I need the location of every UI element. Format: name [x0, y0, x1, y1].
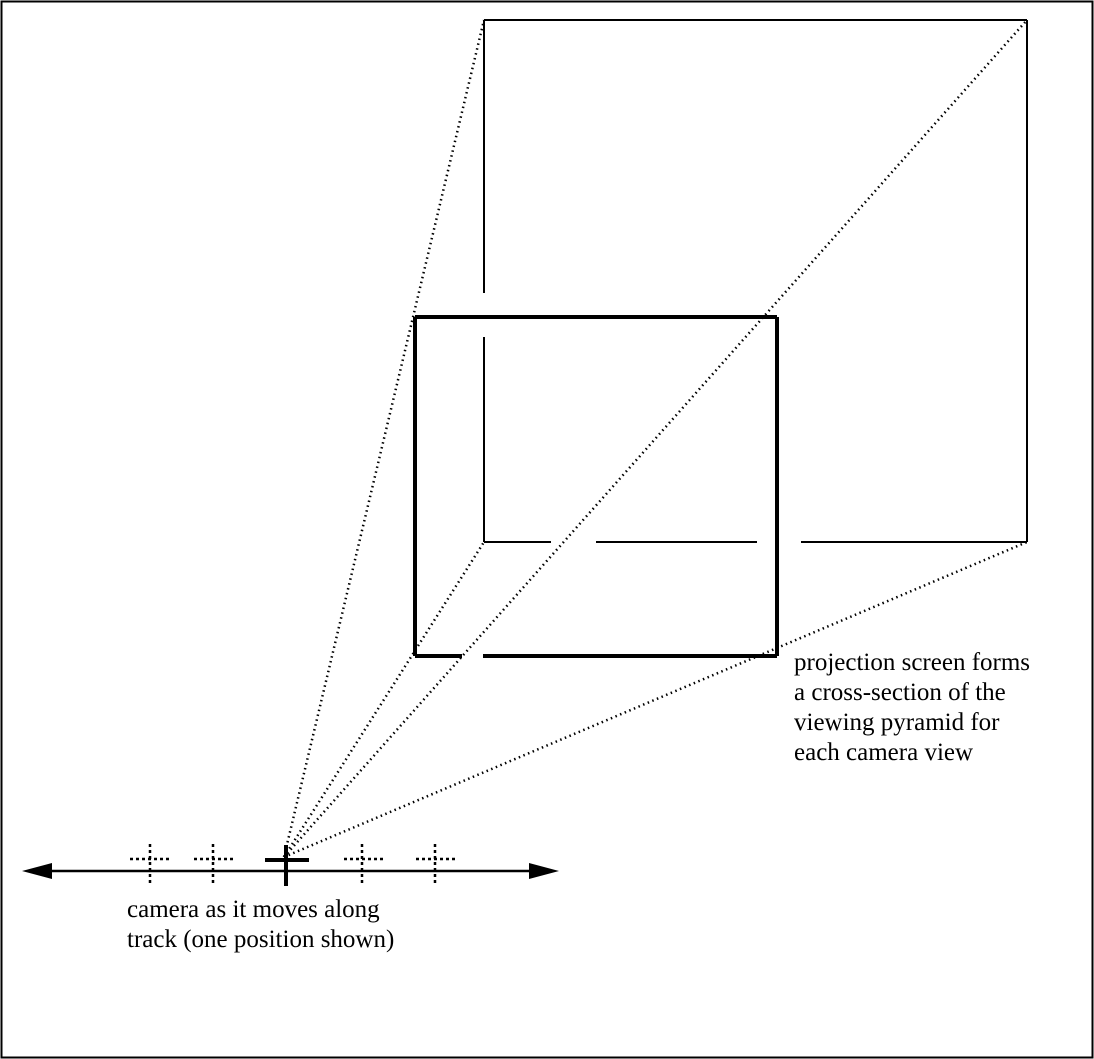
ghost-camera-1 [130, 844, 172, 885]
caption-line: viewing pyramid for [794, 709, 1000, 736]
projection-screen-rectangle [413, 315, 779, 658]
far-rectangle [483, 19, 1028, 543]
camera-track-caption: camera as it moves along track (one posi… [127, 895, 394, 955]
arrow-left-icon [22, 863, 52, 879]
caption-line: track (one position shown) [127, 926, 395, 953]
caption-line: a cross-section of the [794, 679, 1006, 706]
arrow-right-icon [529, 863, 559, 879]
caption-line: each camera view [794, 739, 974, 766]
viewing-pyramid-lines [282, 19, 1028, 859]
current-camera-position [265, 845, 309, 886]
projection-screen-caption: projection screen forms a cross-section … [794, 648, 1030, 768]
camera-track [22, 863, 559, 879]
ghost-camera-3 [344, 844, 386, 885]
caption-line: camera as it moves along [127, 896, 380, 923]
caption-line: projection screen forms [794, 649, 1031, 676]
ghost-camera-4 [416, 844, 458, 885]
ghost-camera-positions [130, 844, 458, 885]
ghost-camera-2 [194, 844, 236, 885]
